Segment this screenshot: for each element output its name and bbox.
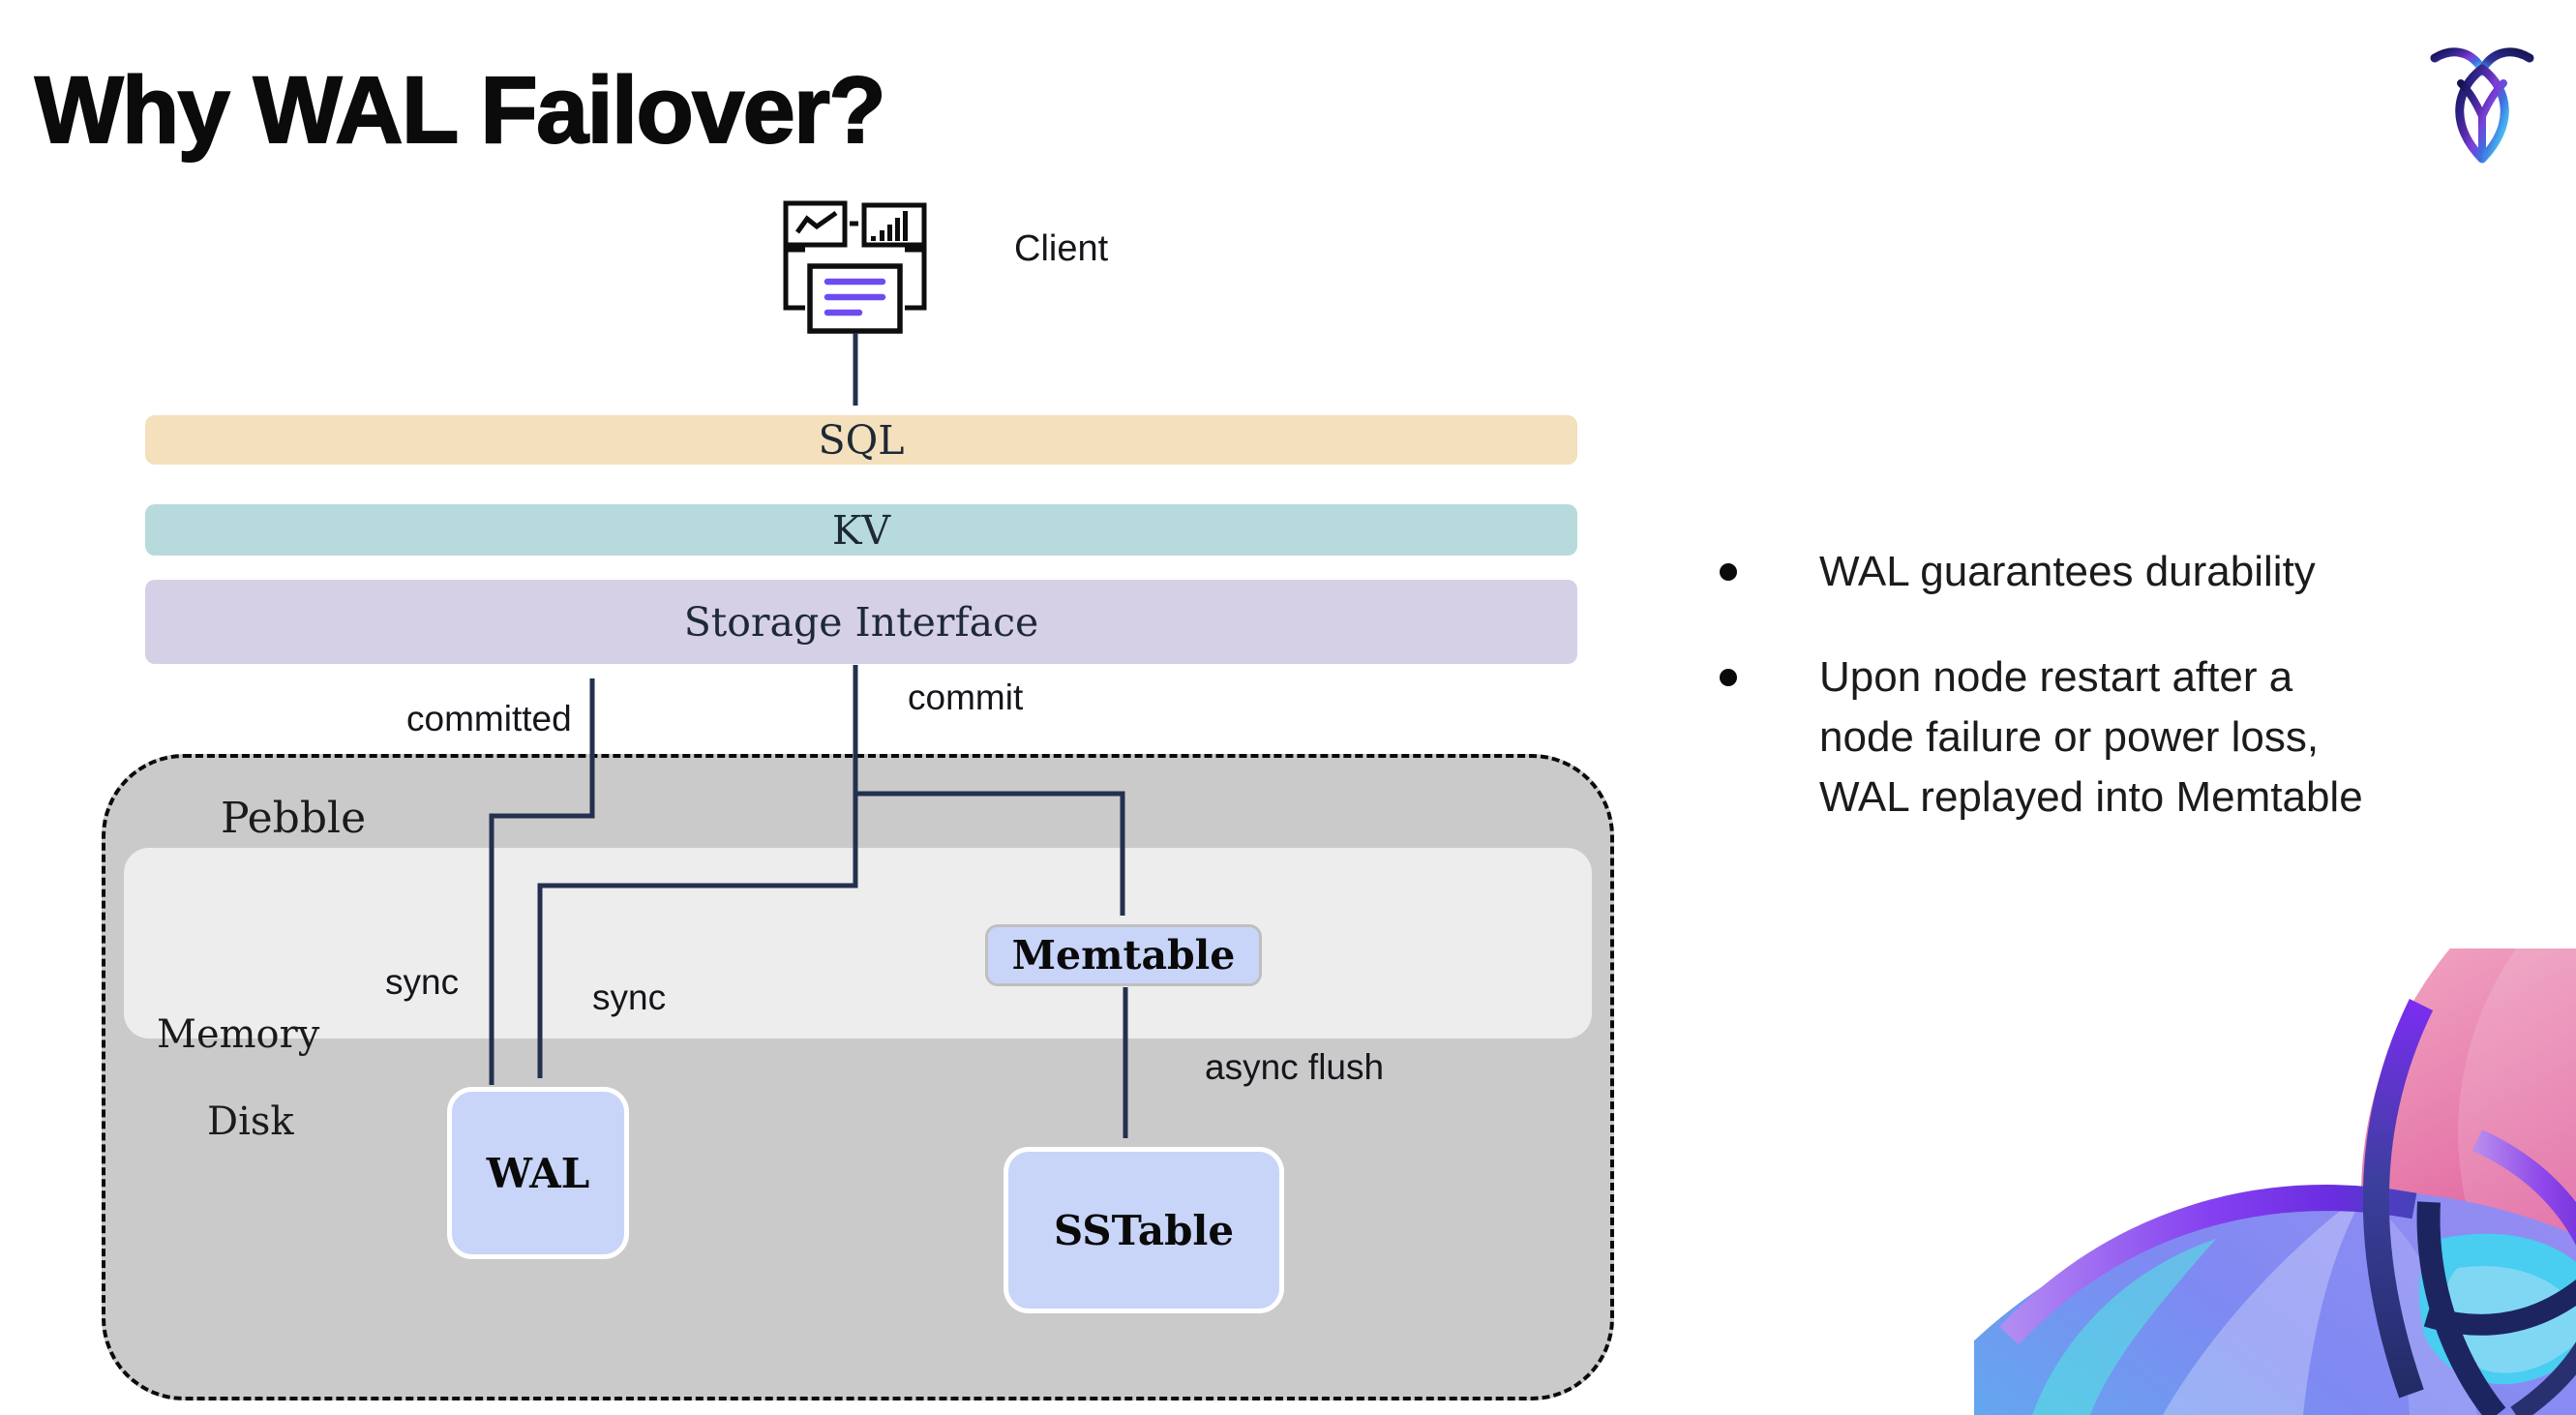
pebble-label: Pebble	[221, 794, 367, 843]
edge-label-async-flush: async flush	[1205, 1047, 1385, 1087]
layer-storage-label: Storage Interface	[683, 598, 1039, 646]
cockroachdb-logo-icon	[2430, 47, 2534, 164]
bullet-dot-icon	[1720, 669, 1737, 686]
memory-label: Memory	[157, 1012, 320, 1057]
edge-label-sync-down: sync	[592, 978, 667, 1017]
node-wal: WAL	[447, 1087, 629, 1259]
layer-kv-label: KV	[831, 506, 891, 554]
brand-graphic	[1974, 948, 2576, 1415]
edge-label-committed: committed	[406, 699, 572, 738]
document-lines-glyph	[824, 278, 886, 316]
memtable-label: Memtable	[1011, 932, 1236, 978]
memory-region	[124, 848, 1592, 1039]
bullet-text: WAL guarantees durability	[1819, 548, 2316, 595]
bullet-item: Upon node restart after a node failure o…	[1720, 647, 2532, 828]
node-memtable: Memtable	[985, 924, 1262, 986]
bar-chart-glyph	[871, 211, 908, 241]
slide-title: Why WAL Failover?	[34, 56, 887, 164]
disk-label: Disk	[207, 1099, 294, 1144]
layer-storage-interface: Storage Interface	[145, 580, 1577, 664]
layer-kv: KV	[145, 504, 1577, 556]
layer-sql-label: SQL	[818, 416, 905, 464]
bullet-item: WAL guarantees durability	[1720, 542, 2532, 602]
layer-sql: SQL	[145, 415, 1577, 465]
node-sstable: SSTable	[1003, 1147, 1284, 1313]
bullet-dot-icon	[1720, 563, 1737, 581]
client-icon	[783, 200, 927, 334]
client-label: Client	[1014, 228, 1109, 269]
bullet-text: Upon node restart after a node failure o…	[1819, 653, 2363, 821]
bullet-list: WAL guarantees durability Upon node rest…	[1720, 542, 2532, 828]
edge-label-sync-up: sync	[385, 962, 460, 1002]
sstable-label: SSTable	[1053, 1206, 1235, 1254]
edge-label-commit: commit	[908, 677, 1024, 717]
wal-label: WAL	[486, 1149, 590, 1197]
